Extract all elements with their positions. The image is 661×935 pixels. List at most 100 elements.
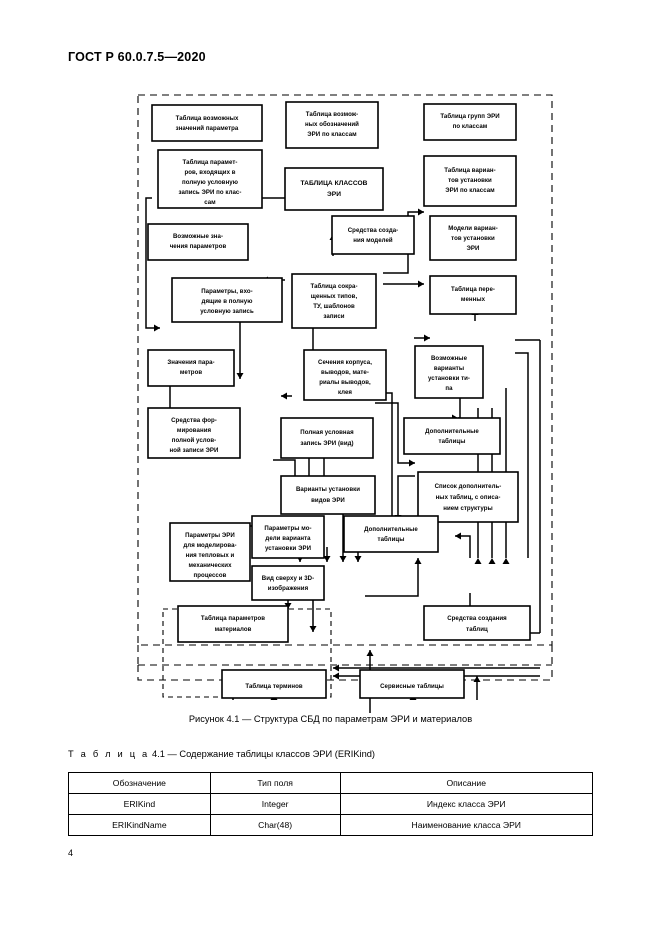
cell-description: Наименование класса ЭРИ — [339, 814, 593, 836]
svg-text:видов ЭРИ: видов ЭРИ — [311, 497, 345, 504]
column-header-description: Описание — [339, 772, 593, 794]
svg-text:ЭРИ: ЭРИ — [327, 191, 341, 198]
svg-text:Таблица возмож-: Таблица возмож- — [306, 111, 358, 118]
document-header: ГОСТ Р 60.0.7.5—2020 — [68, 50, 206, 64]
eri-kind-table: Обозначение Тип поля Описание ERIKind In… — [68, 772, 593, 836]
cell-description: Индекс класса ЭРИ — [339, 793, 593, 815]
svg-text:риалы выводов,: риалы выводов, — [319, 379, 371, 386]
node-n3: Таблица групп ЭРИ по классам — [423, 103, 517, 141]
svg-text:менных: менных — [461, 296, 486, 303]
svg-text:запись ЭРИ по клас-: запись ЭРИ по клас- — [179, 189, 242, 196]
svg-text:таблиц: таблиц — [466, 626, 488, 633]
svg-text:сам: сам — [204, 199, 216, 206]
node-n2: Таблица возмож- ных обозначений ЭРИ по к… — [285, 101, 379, 149]
svg-text:варианты: варианты — [434, 365, 464, 372]
node-n10: Параметры, вхо- дящие в полную условную … — [171, 277, 283, 323]
node-n8: Средства созда- ния моделей — [331, 215, 415, 255]
svg-text:ров, входящих в: ров, входящих в — [184, 169, 235, 176]
svg-text:Средства созда-: Средства созда- — [348, 227, 399, 234]
svg-text:чения параметров: чения параметров — [170, 243, 227, 250]
svg-text:Таблица параметров: Таблица параметров — [201, 615, 265, 622]
svg-text:Возможные зна-: Возможные зна- — [173, 233, 223, 240]
svg-text:клея: клея — [338, 389, 352, 396]
svg-text:Таблица сокра-: Таблица сокра- — [310, 283, 357, 290]
node-n7: Возможные зна- чения параметров — [147, 223, 249, 261]
node-n21: Параметры ЭРИ для моделирова- ния теплов… — [169, 522, 251, 582]
figure-caption: Рисунок 4.1 — Структура СБД по параметра… — [188, 714, 473, 724]
svg-text:ных таблиц, с описа-: ных таблиц, с описа- — [436, 494, 501, 501]
svg-text:тов установки: тов установки — [448, 177, 492, 184]
svg-text:Возможные: Возможные — [431, 355, 468, 362]
svg-text:установки ти-: установки ти- — [428, 375, 470, 382]
svg-text:Таблица парамет-: Таблица парамет- — [183, 159, 238, 166]
svg-text:тов установки: тов установки — [451, 235, 495, 242]
cell-designation: ERIKindName — [68, 814, 211, 836]
node-n12: Таблица пере- менных — [429, 275, 517, 315]
cell-field-type: Char(48) — [209, 814, 341, 836]
svg-text:ЭРИ: ЭРИ — [467, 245, 480, 252]
node-n16: Средства фор- мирования полной услов- но… — [147, 407, 241, 459]
svg-text:Средства фор-: Средства фор- — [171, 417, 217, 424]
node-n14: Сечения корпуса, выводов, мате- риалы вы… — [303, 349, 387, 401]
svg-text:Полная условная: Полная условная — [300, 429, 354, 436]
svg-text:механических: механических — [188, 562, 232, 569]
svg-text:Дополнительные: Дополнительные — [425, 428, 479, 435]
svg-text:Вид сверху и 3D-: Вид сверху и 3D- — [262, 575, 314, 582]
svg-text:Дополнительные: Дополнительные — [364, 526, 418, 533]
svg-text:Таблица групп ЭРИ: Таблица групп ЭРИ — [440, 113, 499, 120]
svg-text:Параметры мо-: Параметры мо- — [264, 525, 311, 532]
svg-text:ЭРИ по классам: ЭРИ по классам — [445, 187, 495, 194]
page-number: 4 — [68, 848, 74, 858]
column-header-field-type: Тип поля — [209, 772, 341, 794]
svg-text:ТАБЛИЦА КЛАССОВ: ТАБЛИЦА КЛАССОВ — [301, 180, 368, 187]
svg-text:процессов: процессов — [194, 572, 227, 579]
node-n1: Таблица возможных значений параметра — [151, 104, 263, 142]
svg-text:запись ЭРИ (вид): запись ЭРИ (вид) — [300, 440, 353, 447]
node-n24: Дополнительные таблицы — [343, 515, 439, 553]
svg-text:по классам: по классам — [453, 123, 488, 130]
node-n27: Таблица терминов — [221, 669, 327, 699]
node-n19: Варианты установки видов ЭРИ — [280, 475, 376, 515]
table-caption: Т а б л и ц а 4.1 — Содержание таблицы к… — [68, 749, 375, 759]
svg-text:Средства создания: Средства создания — [447, 615, 507, 622]
svg-text:па: па — [445, 385, 453, 392]
node-n18: Дополнительные таблицы — [403, 417, 501, 455]
table-header-row: Обозначение Тип поля Описание — [68, 772, 593, 794]
table-caption-label: Т а б л и ц а — [68, 749, 150, 759]
svg-text:ТУ, шаблонов: ТУ, шаблонов — [313, 303, 355, 310]
cell-designation: ERIKind — [68, 793, 211, 815]
svg-text:щенных типов,: щенных типов, — [311, 293, 358, 300]
svg-text:условную запись: условную запись — [200, 308, 254, 315]
table-row: ERIKind Integer Индекс класса ЭРИ — [68, 793, 593, 815]
svg-text:записи: записи — [323, 313, 344, 320]
svg-text:дели варианта: дели варианта — [265, 535, 311, 542]
node-n4: Таблица парамет- ров, входящих в полную … — [157, 149, 263, 209]
svg-text:Таблица терминов: Таблица терминов — [245, 683, 303, 690]
svg-text:Таблица пере-: Таблица пере- — [451, 286, 495, 293]
node-n9: Модели вариан- тов установки ЭРИ — [429, 215, 517, 261]
node-n26: Средства создания таблиц — [423, 605, 531, 641]
svg-text:Параметры, вхо-: Параметры, вхо- — [201, 288, 252, 295]
table-caption-rest: 4.1 — Содержание таблицы классов ЭРИ (ER… — [151, 749, 376, 759]
node-n28: Сервисные таблицы — [359, 669, 465, 699]
svg-text:метров: метров — [180, 369, 202, 376]
node-n5-main: ТАБЛИЦА КЛАССОВ ЭРИ — [284, 167, 384, 211]
svg-text:Параметры ЭРИ: Параметры ЭРИ — [185, 532, 235, 539]
table-row: ERIKindName Char(48) Наименование класса… — [68, 814, 593, 836]
node-n15: Возможные варианты установки ти- па — [414, 345, 484, 399]
svg-text:Сечения корпуса,: Сечения корпуса, — [318, 359, 372, 366]
node-n11: Таблица сокра- щенных типов, ТУ, шаблоно… — [291, 273, 377, 329]
node-n23: Вид сверху и 3D- изображения — [251, 565, 325, 601]
svg-text:Значения пара-: Значения пара- — [167, 359, 214, 366]
node-n20: Список дополнитель- ных таблиц, с описа-… — [417, 471, 519, 523]
svg-text:Таблица возможных: Таблица возможных — [176, 115, 239, 122]
svg-text:ЭРИ по классам: ЭРИ по классам — [307, 131, 357, 138]
svg-text:дящие в полную: дящие в полную — [202, 298, 253, 305]
svg-text:ной записи ЭРИ: ной записи ЭРИ — [170, 447, 219, 454]
svg-text:для моделирова-: для моделирова- — [183, 542, 236, 549]
svg-text:Список дополнитель-: Список дополнитель- — [435, 483, 502, 490]
svg-text:полной услов-: полной услов- — [172, 437, 217, 444]
svg-text:мирования: мирования — [177, 427, 212, 434]
svg-text:ния тепловых и: ния тепловых и — [186, 552, 235, 559]
